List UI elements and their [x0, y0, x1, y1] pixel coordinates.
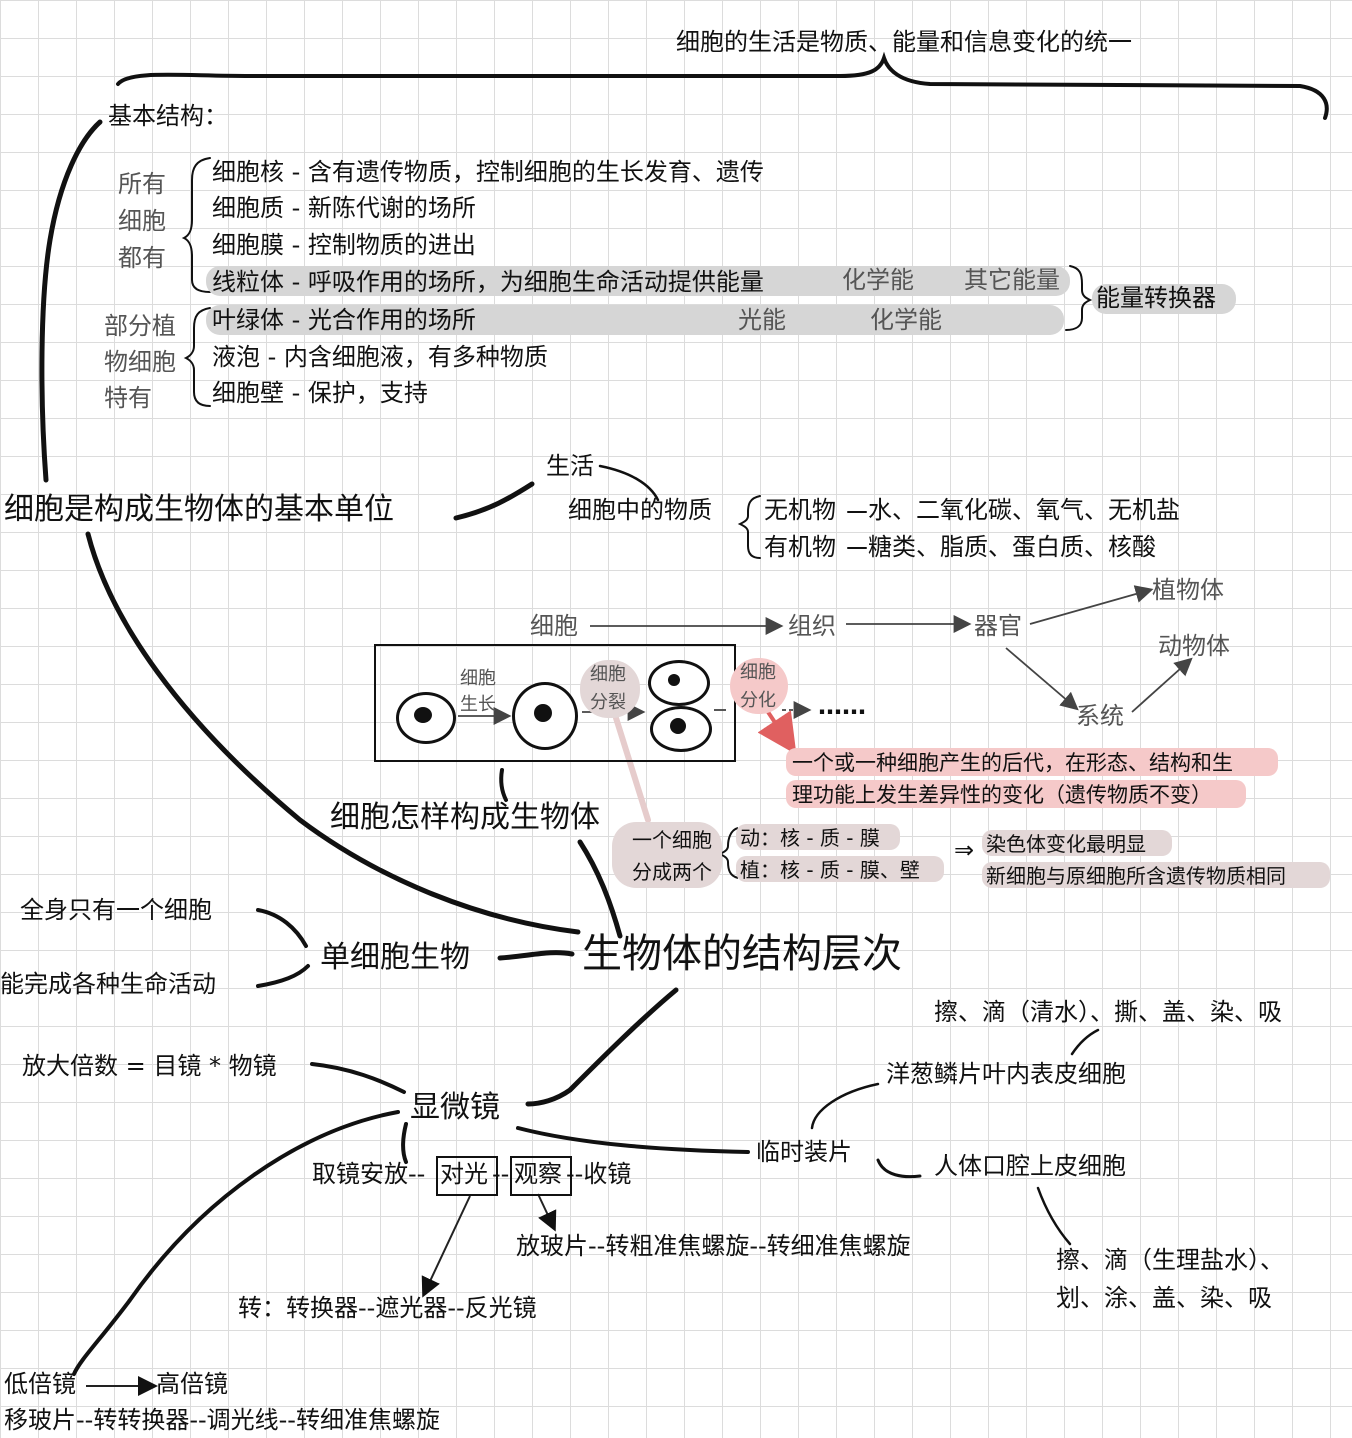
- growth-label-2: 生长: [460, 694, 496, 715]
- organism-structure-levels-title: 生物体的结构层次: [582, 931, 902, 977]
- steps-put-away: --收镜: [566, 1160, 632, 1188]
- onion-steps: 擦、滴（清水）、撕、盖、染、吸: [934, 998, 1282, 1026]
- magnification-formula: 放大倍数 = 目镜 * 物镜: [22, 1052, 277, 1080]
- chloroplast-highlight: [206, 305, 1064, 335]
- structure-nucleus: 细胞核 - 含有遗传物质，控制细胞的生长发育、遗传: [212, 158, 764, 186]
- light-step-box: [436, 1156, 498, 1196]
- light-detail: 转：转换器--遮光器--反光镜: [238, 1294, 537, 1322]
- nucleus-icon: [668, 674, 680, 686]
- low-power-label: 低倍镜: [4, 1370, 76, 1398]
- nucleus-icon: [414, 707, 432, 723]
- basic-structure-title: 基本结构：: [108, 102, 228, 130]
- split-highlight: [612, 822, 722, 888]
- temporary-slide-title: 临时装片: [756, 1138, 852, 1166]
- structure-membrane: 细胞膜 - 控制物质的进出: [212, 231, 476, 259]
- unicellular-title: 单细胞生物: [320, 940, 470, 975]
- same-genetic-highlight: [982, 862, 1330, 888]
- chloro-energy-from: 光能: [738, 306, 786, 334]
- implies-arrow-icon: ⇒: [954, 836, 975, 864]
- inorganic-list: 水、二氧化碳、氧气、无机盐: [868, 496, 1180, 524]
- animal-split: 动：核 - 质 - 膜: [740, 826, 880, 850]
- structure-vacuole: 液泡 - 内含细胞液，有多种物质: [212, 343, 548, 371]
- mito-energy-from: 化学能: [842, 266, 914, 294]
- hierarchy-plant: 植物体: [1152, 576, 1224, 604]
- life-label: 生活: [546, 452, 594, 480]
- microscope-title: 显微镜: [410, 1090, 500, 1125]
- structure-cytoplasm: 细胞质 - 新陈代谢的场所: [212, 194, 476, 222]
- observe-detail: 放玻片--转粗准焦螺旋--转细准焦螺旋: [516, 1232, 911, 1260]
- how-cells-form-organism: 细胞怎样构成生物体: [330, 800, 600, 835]
- growth-label-1: 细胞: [460, 668, 496, 689]
- all-cells-label-2: 细胞: [118, 207, 166, 235]
- steps-observe: 观察: [514, 1160, 562, 1188]
- chromo-highlight: [982, 830, 1172, 856]
- all-cells-label-3: 都有: [118, 244, 166, 272]
- split-label-1: 一个细胞: [632, 828, 712, 852]
- division-label-1: 细胞: [590, 664, 626, 685]
- plant-split: 植：核 - 质 - 膜、壁: [740, 858, 920, 882]
- diff-def-highlight-2: [786, 780, 1246, 808]
- observe-step-box: [510, 1156, 572, 1196]
- animal-split-highlight: [736, 824, 900, 850]
- division-label-2: 分裂: [590, 692, 626, 713]
- same-genetic-material: 新细胞与原细胞所含遗传物质相同: [986, 864, 1286, 888]
- onion-epidermis: 洋葱鳞片叶内表皮细胞: [886, 1060, 1126, 1088]
- chromosome-change: 染色体变化最明显: [986, 832, 1146, 856]
- energy-converter-label: 能量转换器: [1096, 284, 1216, 312]
- differentiation-label-1: 细胞: [740, 662, 776, 683]
- hierarchy-system: 系统: [1076, 702, 1124, 730]
- organic-list: 糖类、脂质、蛋白质、核酸: [868, 533, 1156, 561]
- organic-label: 有机物: [764, 533, 836, 561]
- differentiation-label-2: 分化: [740, 690, 776, 711]
- steps-light: 对光: [440, 1160, 488, 1188]
- hierarchy-animal: 动物体: [1158, 632, 1230, 660]
- cell-before-growth: [396, 692, 456, 744]
- chloro-energy-to: 化学能: [870, 306, 942, 334]
- diff-def-highlight-1: [786, 748, 1278, 776]
- cell-basic-unit-title: 细胞是构成生物体的基本单位: [4, 492, 394, 527]
- structure-mitochondria: 线粒体 - 呼吸作用的场所，为细胞生命活动提供能量: [212, 268, 764, 296]
- plant-only-label-3: 特有: [104, 384, 152, 412]
- structure-chloroplast: 叶绿体 - 光合作用的场所: [212, 306, 476, 334]
- differentiation-definition-2: 理功能上发生差异性的变化（遗传物质不变）: [792, 783, 1212, 807]
- plant-only-label-1: 部分植: [104, 312, 176, 340]
- unicellular-one-cell: 全身只有一个细胞: [20, 896, 212, 924]
- differentiation-definition-1: 一个或一种细胞产生的后代，在形态、结构和生: [792, 751, 1233, 775]
- low-high-procedure: 移玻片--转转换器--调光线--转细准焦螺旋: [4, 1406, 440, 1434]
- split-label-2: 分成两个: [632, 860, 712, 884]
- nucleus-icon: [534, 704, 552, 722]
- differentiation-highlight: [730, 658, 788, 714]
- converter-highlight: [1092, 284, 1236, 314]
- cheek-steps-1: 擦、滴（生理盐水）、: [1056, 1246, 1284, 1274]
- cheek-epithelium: 人体口腔上皮细胞: [934, 1152, 1126, 1180]
- substances-label: 细胞中的物质: [568, 496, 712, 524]
- mito-energy-to: 其它能量: [964, 266, 1060, 294]
- nucleus-icon: [670, 718, 686, 734]
- inorganic-label: 无机物: [764, 496, 836, 524]
- high-power-label: 高倍镜: [156, 1370, 228, 1398]
- steps-separator: --: [492, 1160, 510, 1188]
- plant-split-highlight: [736, 856, 944, 882]
- continuation-dots: ……: [818, 692, 866, 720]
- hierarchy-organ: 器官: [974, 612, 1022, 640]
- unicellular-all-life: 能完成各种生命活动: [0, 970, 216, 998]
- cheek-steps-2: 划、涂、盖、染、吸: [1056, 1284, 1272, 1312]
- steps-take-place: 取镜安放--: [312, 1160, 426, 1188]
- plant-only-label-2: 物细胞: [104, 348, 176, 376]
- structure-cell-wall: 细胞壁 - 保护，支持: [212, 379, 428, 407]
- division-highlight: [580, 660, 640, 718]
- hierarchy-tissue: 组织: [788, 612, 836, 640]
- all-cells-label-1: 所有: [118, 170, 166, 198]
- unity-statement: 细胞的生活是物质、能量和信息变化的统一: [676, 28, 1132, 56]
- mitochondria-highlight: [206, 266, 1070, 296]
- hierarchy-cell: 细胞: [530, 612, 578, 640]
